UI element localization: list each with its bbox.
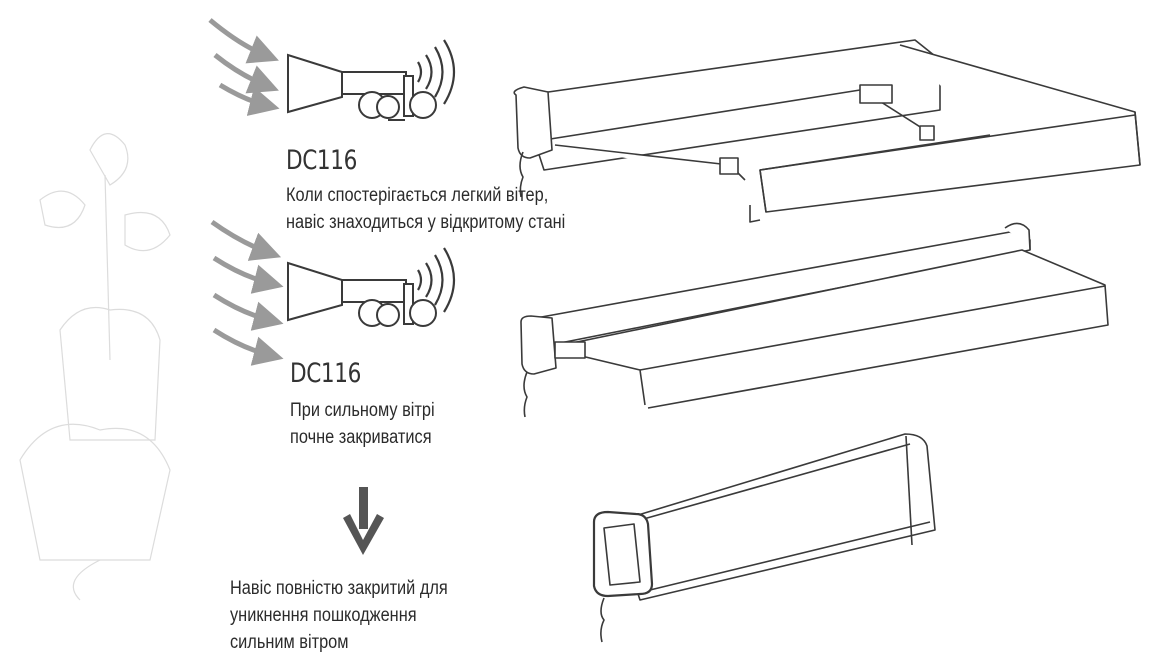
wind-sensor-icon-1 <box>287 53 437 121</box>
awning-open <box>513 39 1141 223</box>
signal-waves-icon-2 <box>417 247 455 313</box>
light-wind-line-2: навіс знаходиться у відкритому стані <box>286 212 566 233</box>
closed-description: Навіс повністю закритий для уникнення по… <box>230 575 448 656</box>
down-arrow-icon <box>343 487 384 555</box>
background-anemometer-watermark <box>19 133 171 601</box>
light-wind-description: Коли спостерігається легкий вітер, навіс… <box>286 182 565 236</box>
sensor-model-label-1: DC116 <box>286 145 357 176</box>
strong-wind-line-2: почне закриватися <box>290 427 432 448</box>
strong-wind-description: При сильному вітрі почне закриватися <box>290 397 435 451</box>
closed-line-2: уникнення пошкодження <box>230 605 417 626</box>
wind-sensor-icon-2 <box>287 261 437 327</box>
signal-waves-icon-1 <box>417 39 455 105</box>
wind-arrows-strong <box>210 219 284 366</box>
closed-line-1: Навіс повністю закритий для <box>230 578 448 599</box>
awning-closing <box>520 222 1109 418</box>
light-wind-line-1: Коли спостерігається легкий вітер, <box>286 185 549 206</box>
awning-closed <box>592 433 936 643</box>
strong-wind-line-1: При сильному вітрі <box>290 400 435 421</box>
closed-line-3: сильним вітром <box>230 632 349 653</box>
wind-arrows-light <box>208 18 280 116</box>
sensor-model-label-2: DC116 <box>290 358 361 389</box>
